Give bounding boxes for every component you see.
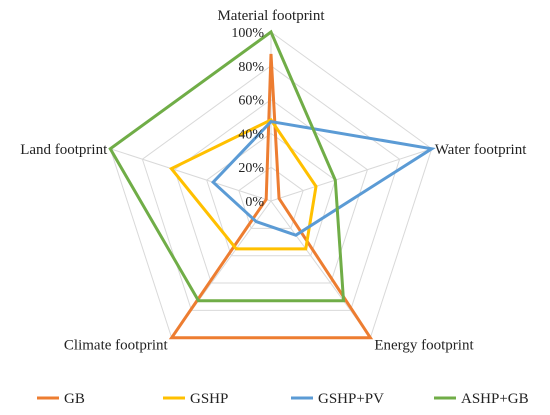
axis-spoke: [110, 148, 272, 202]
tick-label: 0%: [245, 195, 264, 210]
axis-label: Water footprint: [435, 142, 528, 158]
axis-label: Energy footprint: [374, 338, 474, 354]
tick-label: 100%: [231, 26, 264, 41]
series-line-ashp-gb: [108, 29, 346, 303]
legend-label: GB: [64, 391, 85, 407]
series-line-gb: [168, 53, 374, 340]
axis-spoke: [270, 148, 432, 202]
series-line-gshp-pv: [210, 119, 436, 237]
radar-series: [108, 29, 436, 340]
axis-label: Material footprint: [217, 8, 325, 24]
grid-ring: [206, 132, 336, 257]
tick-label: 80%: [238, 60, 264, 75]
axis-label: Climate footprint: [64, 338, 169, 354]
legend-label: GSHP: [190, 391, 228, 407]
tick-label: 40%: [238, 127, 264, 142]
grid-ring: [141, 65, 401, 311]
legend-label: GSHP+PV: [318, 391, 384, 407]
radar-tick-labels: 0% 20% 40% 60% 80% 100%: [231, 26, 264, 210]
legend: GB GSHP GSHP+PV ASHP+GB: [37, 391, 529, 407]
axis-label: Land footprint: [20, 142, 108, 158]
tick-label: 20%: [238, 161, 264, 176]
series-line-gshp: [168, 117, 318, 251]
grid-ring: [238, 166, 304, 229]
tick-label: 60%: [238, 94, 264, 109]
legend-label: ASHP+GB: [461, 391, 529, 407]
